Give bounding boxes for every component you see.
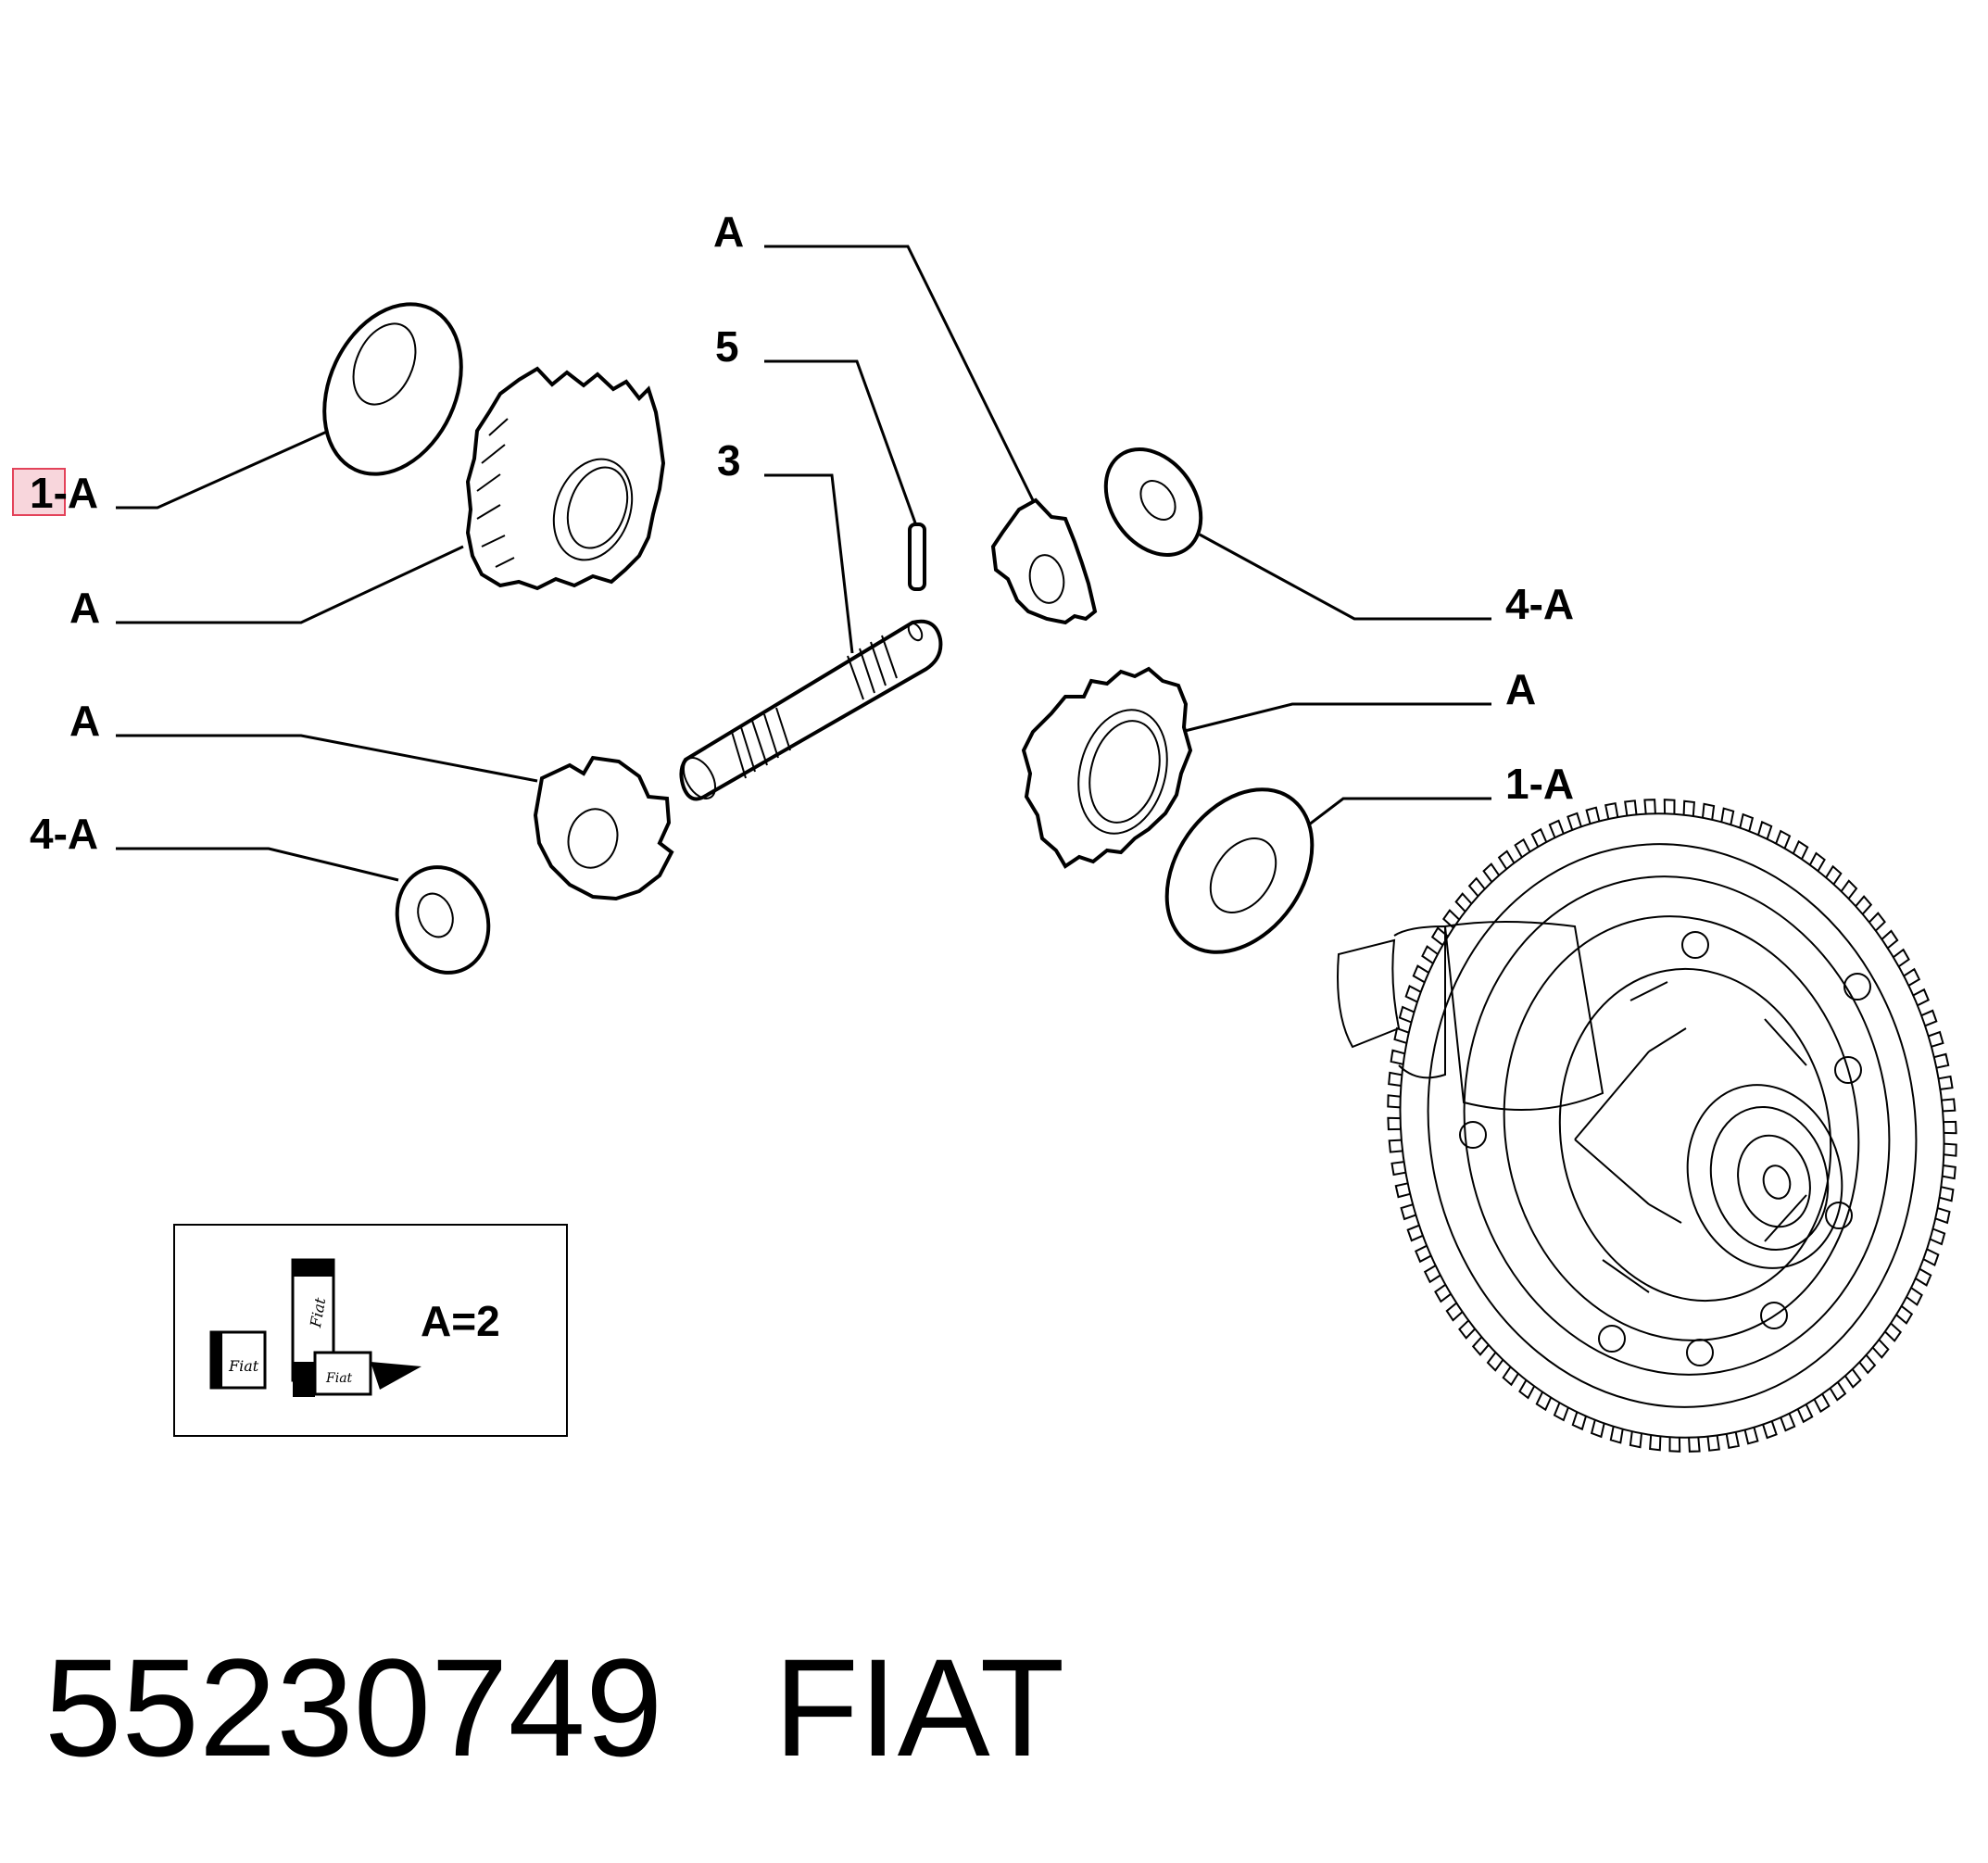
- callout-labels: 1-A A A 4-A A 5 3 4-A A 1-A: [12, 208, 1574, 858]
- thrust-washer-left-lower: [395, 865, 491, 975]
- side-gear-right: [1021, 666, 1193, 869]
- planet-gear-top: [990, 497, 1098, 625]
- callout-washer-left-lower: 4-A: [30, 810, 98, 858]
- callout-pin: 5: [715, 322, 739, 371]
- kit-box-inset: Fiat Fiat Fiat A=2: [173, 1224, 568, 1437]
- brand-name: FIAT: [774, 1630, 1065, 1785]
- callout-washer-left-upper: 1-A: [30, 469, 98, 517]
- differential-housing-ring-gear: [1337, 799, 1957, 1453]
- callout-washer-right-lower: 1-A: [1505, 760, 1574, 808]
- leader-lines: [116, 245, 1491, 882]
- part-number: 55230749: [44, 1630, 663, 1785]
- callout-planet-gear-top: A: [713, 208, 744, 256]
- callout-highlight: [12, 468, 66, 516]
- callout-shaft: 3: [717, 436, 741, 485]
- callout-side-gear-right: A: [1505, 665, 1536, 713]
- kit-box-text-1: Fiat: [228, 1357, 259, 1375]
- callout-side-gear-left: A: [69, 584, 100, 632]
- kit-quantity-label: A=2: [421, 1297, 500, 1345]
- kit-box-illustration: Fiat Fiat Fiat: [209, 1258, 422, 1397]
- callout-washer-right-upper: 4-A: [1505, 580, 1574, 628]
- thrust-washer-right-lower: [1164, 787, 1315, 954]
- thrust-washer-right-upper: [1103, 447, 1203, 557]
- planet-gear-left: [533, 755, 674, 901]
- ring-gear-teeth: [1387, 799, 1957, 1453]
- thrust-washer-left-upper: [322, 302, 463, 476]
- roll-pin: [908, 522, 926, 591]
- callout-planet-gear-left: A: [69, 697, 100, 745]
- side-gear-left: [465, 366, 666, 591]
- kit-box-text-3: Fiat: [325, 1371, 353, 1386]
- differential-shaft: [679, 619, 943, 801]
